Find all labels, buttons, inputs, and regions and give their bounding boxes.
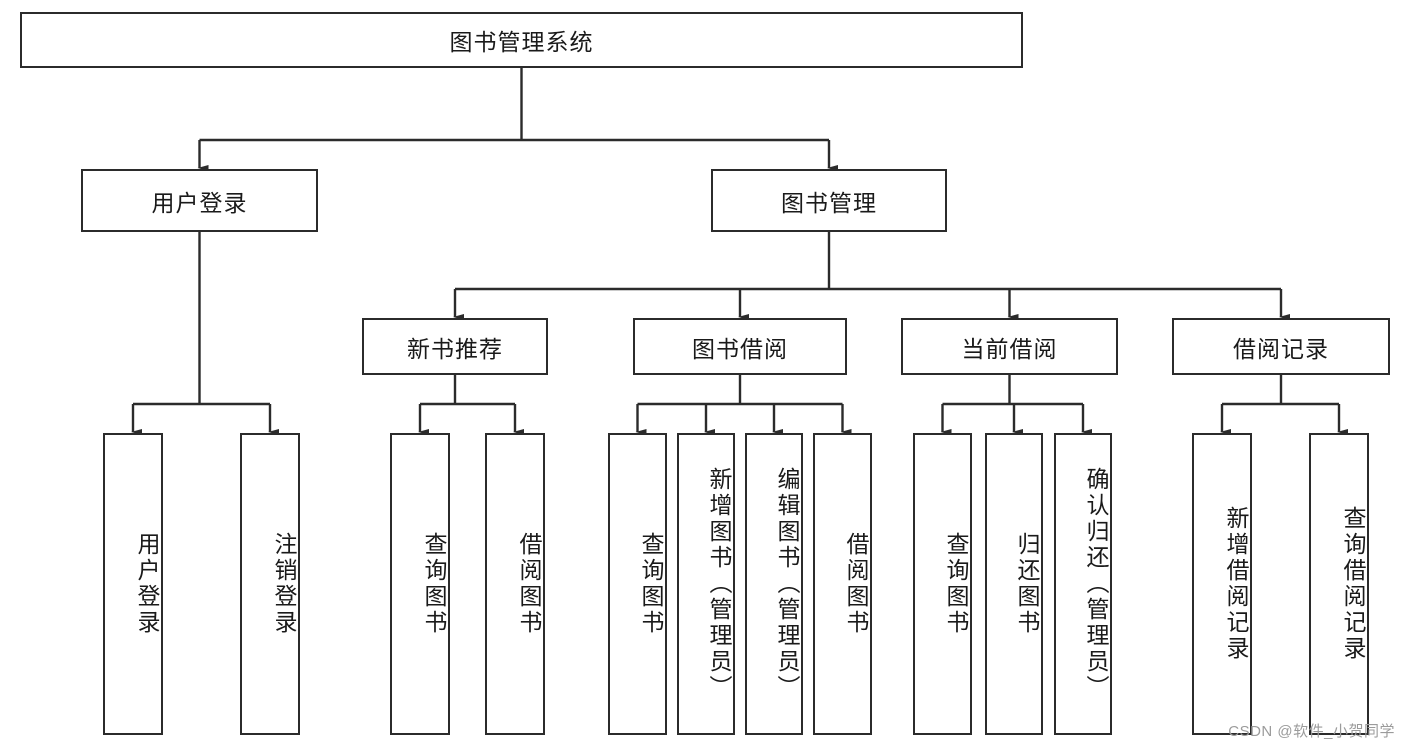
- node-leaf-login[interactable]: 用户登录: [103, 433, 163, 735]
- node-label: 查询图书: [943, 532, 969, 636]
- node-label: 当前借阅: [961, 335, 1058, 362]
- node-records[interactable]: 借阅记录: [1172, 318, 1390, 375]
- node-leaf-rec-add[interactable]: 新增借阅记录: [1192, 433, 1252, 735]
- node-leaf-bk-add[interactable]: 新增图书（管理员）: [677, 433, 735, 735]
- node-label: 图书管理系统: [449, 29, 594, 55]
- node-label: 新增借阅记录: [1223, 506, 1249, 662]
- node-leaf-cur-query[interactable]: 查询图书: [913, 433, 972, 735]
- node-login[interactable]: 用户登录: [81, 169, 318, 232]
- node-label: 查询图书: [421, 532, 447, 636]
- node-newbooks[interactable]: 新书推荐: [362, 318, 548, 375]
- node-leaf-cur-return[interactable]: 归还图书: [985, 433, 1043, 735]
- watermark-label: CSDN @软件_小贺同学: [1228, 723, 1395, 740]
- node-leaf-bk-query[interactable]: 查询图书: [608, 433, 667, 735]
- node-label: 用户登录: [134, 532, 160, 636]
- node-label: 借阅记录: [1233, 335, 1329, 362]
- node-label: 注销登录: [271, 532, 297, 636]
- node-leaf-bk-edit[interactable]: 编辑图书（管理员）: [745, 433, 803, 735]
- node-current[interactable]: 当前借阅: [901, 318, 1118, 375]
- node-label: 图书借阅: [692, 335, 788, 362]
- node-leaf-nb-query[interactable]: 查询图书: [390, 433, 450, 735]
- node-leaf-bk-borrow[interactable]: 借阅图书: [813, 433, 872, 735]
- node-label: 用户登录: [151, 189, 248, 216]
- node-label: 确认归还（管理员）: [1083, 467, 1109, 701]
- node-label: 编辑图书（管理员）: [774, 467, 800, 701]
- node-label: 新书推荐: [407, 335, 503, 362]
- node-label: 借阅图书: [516, 532, 542, 636]
- node-label: 图书管理: [781, 189, 877, 216]
- node-label: 借阅图书: [843, 532, 869, 636]
- node-leaf-nb-borrow[interactable]: 借阅图书: [485, 433, 545, 735]
- node-leaf-cur-confirm[interactable]: 确认归还（管理员）: [1054, 433, 1112, 735]
- node-label: 归还图书: [1014, 532, 1040, 636]
- node-label: 查询借阅记录: [1340, 506, 1366, 662]
- node-label: 查询图书: [638, 532, 664, 636]
- node-label: 新增图书（管理员）: [706, 467, 732, 701]
- node-borrow[interactable]: 图书借阅: [633, 318, 847, 375]
- node-leaf-rec-query[interactable]: 查询借阅记录: [1309, 433, 1369, 735]
- node-bookmgmt[interactable]: 图书管理: [711, 169, 947, 232]
- node-leaf-logout[interactable]: 注销登录: [240, 433, 300, 735]
- node-root[interactable]: 图书管理系统: [20, 12, 1023, 68]
